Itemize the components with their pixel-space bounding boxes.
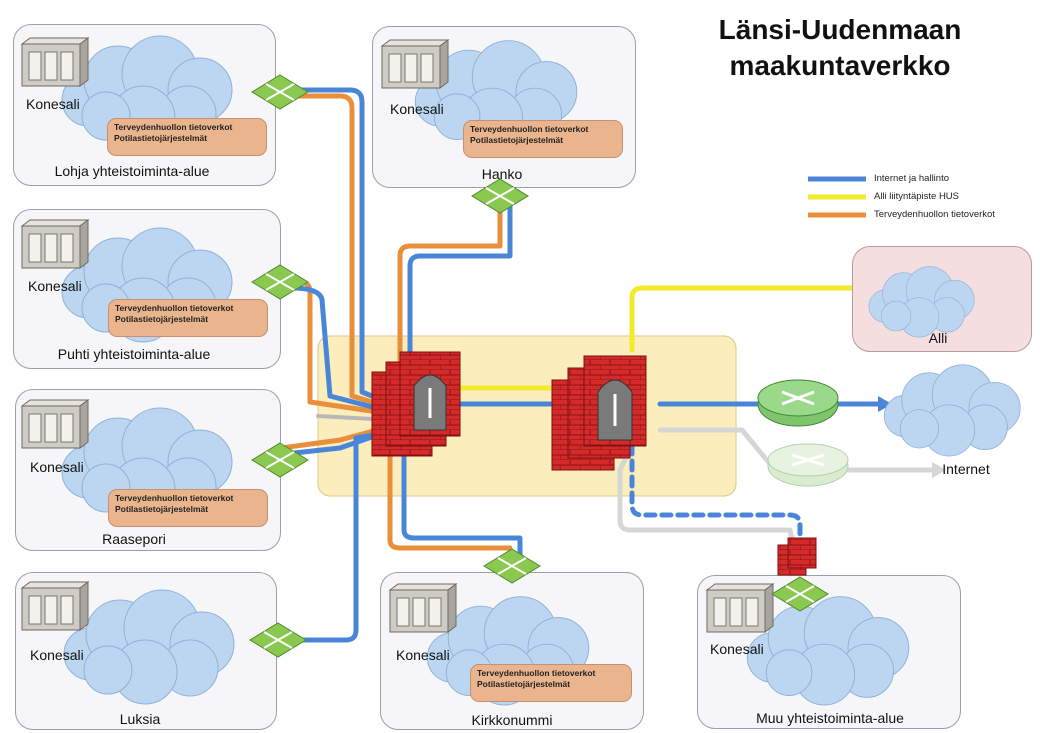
link-hanko-internet [407, 197, 513, 399]
router-icon-luksia [249, 622, 307, 658]
pill-line-2: Potilastietojärjestelmät [115, 314, 209, 324]
building-icon [381, 39, 449, 89]
pill-line-2: Potilastietojärjestelmät [470, 135, 564, 145]
konesali-label: Konesali [30, 459, 84, 475]
core-router-icon [757, 379, 839, 427]
router-icon-raasepori [251, 442, 309, 478]
firewall-icon-left [371, 351, 461, 457]
pill-line-2: Potilastietojärjestelmät [115, 504, 209, 514]
konesali-label: Konesali [28, 278, 82, 294]
konesali-label: Konesali [26, 96, 80, 112]
node-name-alli: Alli [928, 330, 948, 346]
node-name-muu: Muu yhteistoiminta-alue [756, 710, 904, 726]
router-icon-puhti [251, 264, 309, 300]
building-icon [21, 219, 89, 269]
konesali-label: Konesali [710, 641, 764, 657]
legend-label-internet: Internet ja hallinto [874, 173, 949, 184]
health-network-pill: Terveydenhuollon tietoverkot Potilastiet… [108, 489, 268, 527]
legend-swatches [808, 176, 866, 218]
router-icon-lohja [251, 74, 309, 110]
pill-line-1: Terveydenhuollon tietoverkot [477, 668, 596, 678]
link-kirkkonummi-internet [401, 453, 523, 569]
backup-router-icon [767, 443, 849, 487]
link-alli [629, 285, 873, 353]
link-internet-backup [657, 427, 938, 473]
building-icon [21, 399, 89, 449]
link-hanko-health [397, 197, 503, 399]
router-icon-kirkkonummi [483, 548, 541, 584]
building-icon [21, 581, 89, 631]
health-network-pill: Terveydenhuollon tietoverkot Potilastiet… [108, 299, 268, 337]
building-icon [389, 583, 457, 633]
health-network-pill: Terveydenhuollon tietoverkot Potilastiet… [463, 120, 623, 158]
pill-line-2: Potilastietojärjestelmät [477, 679, 571, 689]
legend-label-health: Terveydenhuollon tietoverkot [874, 209, 995, 220]
link-lohja-health [212, 93, 395, 411]
link-kirkkonummi-health [387, 453, 513, 569]
legend-label-alli: Alli liityntäpiste HUS [874, 191, 959, 202]
pill-line-1: Terveydenhuollon tietoverkot [114, 122, 233, 132]
cloud-alli [868, 266, 975, 338]
node-name-puhti: Puhti yhteistoiminta-alue [57, 346, 211, 362]
firewall-icon-right [551, 355, 647, 471]
health-network-pill: Terveydenhuollon tietoverkot Potilastiet… [107, 118, 267, 156]
pill-line-2: Potilastietojärjestelmät [114, 133, 208, 143]
node-name-internet: Internet [942, 461, 990, 477]
konesali-label: Konesali [390, 101, 444, 117]
konesali-label: Konesali [30, 647, 84, 663]
arrow-internet [878, 396, 892, 412]
node-name-lohja: Lohja yhteistoiminta-alue [54, 163, 210, 179]
building-icon [706, 583, 774, 633]
cloud-luksia [63, 589, 235, 705]
cloud-internet [883, 364, 1021, 457]
diagram-title: Länsi-Uudenmaan maakuntaverkko [710, 12, 970, 84]
link-muu-dashed [629, 442, 803, 548]
node-name-kirkkonummi: Kirkkonummi [471, 712, 553, 728]
link-muu-gray [617, 442, 803, 583]
arrow-internet-backup [932, 462, 946, 478]
routers [249, 74, 829, 658]
link-luksia-internet [231, 429, 395, 643]
health-network-pill: Terveydenhuollon tietoverkot Potilastiet… [470, 664, 632, 702]
pill-line-1: Terveydenhuollon tietoverkot [115, 493, 234, 503]
node-name-raasepori: Raasepori [102, 531, 166, 547]
title-line-1: Länsi-Uudenmaan [718, 14, 962, 45]
title-line-2: maakuntaverkko [729, 50, 951, 81]
link-lohja-internet [212, 87, 395, 407]
pill-line-1: Terveydenhuollon tietoverkot [115, 303, 234, 313]
router-icon-hanko [471, 178, 529, 214]
node-name-luksia: Luksia [119, 711, 161, 727]
building-icon [21, 37, 89, 87]
pill-line-1: Terveydenhuollon tietoverkot [470, 124, 589, 134]
node-name-hanko: Hanko [481, 166, 523, 182]
firewall-icon-muu [777, 537, 817, 576]
konesali-label: Konesali [396, 647, 450, 663]
